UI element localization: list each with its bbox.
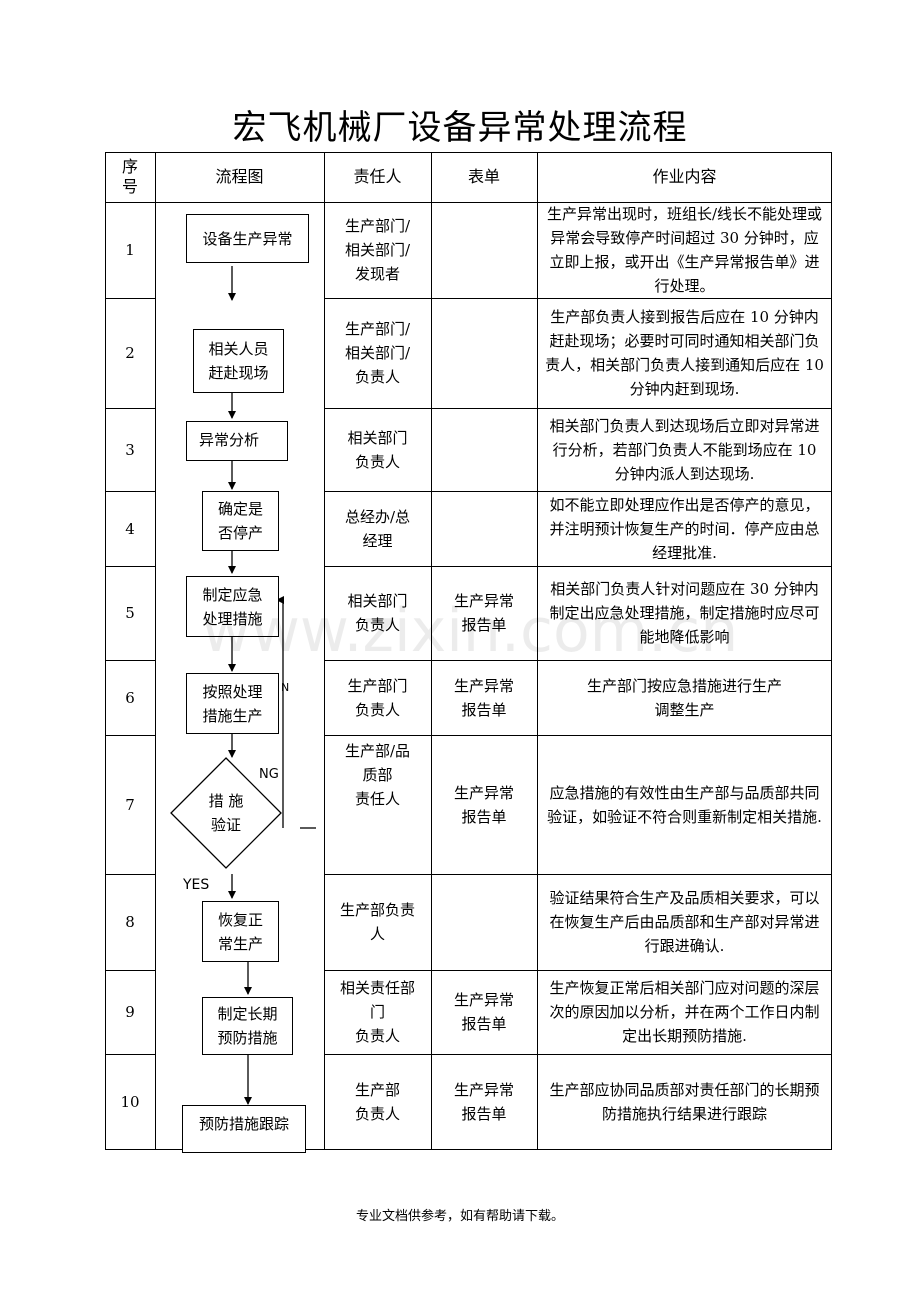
row-content: 生产部负责人接到报告后应在 10 分钟内赶赴现场；必要时可同时通知相关部门负责人…: [545, 308, 824, 398]
row-seq: 2: [125, 344, 135, 362]
row-seq: 3: [125, 440, 135, 459]
footer-note: 专业文档供参考，如有帮助请下载。: [355, 1209, 564, 1224]
row-form: 生产异常 报告单: [453, 592, 514, 634]
row-seq: 10: [120, 1093, 140, 1111]
row-resp: 相关责任部 门 负责人: [339, 979, 415, 1045]
row-resp: 总经办/总 经理: [344, 507, 411, 550]
page-title: 宏飞机械厂设备异常处理流程: [232, 108, 688, 148]
row-form: 生产异常 报告单: [453, 783, 514, 826]
flow-step-emergency-measures: 制定应急 处理措施: [186, 576, 279, 637]
flow-step-track-prevention: 预防措施跟踪: [182, 1105, 306, 1153]
row-seq: 7: [125, 795, 135, 814]
row-seq: 6: [125, 688, 135, 707]
row-content: 相关部门负责人到达现场后立即对异常进行分析，若部门负责人不能到场应在 10 分钟…: [549, 416, 820, 483]
flow-step-long-term-prevention: 制定长期 预防措施: [202, 997, 293, 1055]
row-seq: 8: [125, 913, 135, 931]
flow-step-analysis: 异常分析: [186, 421, 288, 461]
flow-step-rush-to-site: 相关人员 赶赴现场: [193, 329, 284, 393]
row-resp: 生产部 负责人: [354, 1081, 400, 1123]
row-form: 生产异常 报告单: [453, 1081, 514, 1123]
process-table: [324, 152, 832, 1150]
row-resp: 生产部门/ 相关部门/ 发现者: [344, 217, 411, 283]
row-seq: 4: [125, 519, 135, 538]
ng-label: NG: [259, 767, 279, 782]
row-resp: 生产部负责 人: [339, 901, 415, 943]
decision-diamond: [170, 757, 282, 869]
row-resp: 生产部门 负责人: [347, 676, 408, 719]
row-seq: 1: [125, 241, 135, 259]
row-seq: 9: [125, 1003, 135, 1021]
row-content: 生产部应协同品质部对责任部门的长期预防措施执行结果进行跟踪: [549, 1081, 820, 1123]
yes-label: YES: [183, 877, 210, 893]
row-form: 生产异常 报告单: [453, 676, 514, 719]
row-content: 应急措施的有效性由生产部与品质部共同验证，如验证不符合则重新制定相关措施.: [547, 783, 822, 826]
row-content: 生产恢复正常后相关部门应对问题的深层次的原因加以分析，并在两个工作日内制定出长期…: [549, 979, 820, 1045]
row-resp: 相关部门 负责人: [347, 428, 408, 471]
row-content: 如不能立即处理应作出是否停产的意见，并注明预计恢复生产的时间．停产应由总经理批准…: [549, 495, 820, 562]
header-flow: 流程图: [215, 167, 264, 186]
flow-step-resume-production: 恢复正 常生产: [202, 901, 279, 962]
row-content: 生产异常出现时，班组长/线长不能处理或异常会导致停产时间超过 30 分钟时，应立…: [546, 205, 823, 295]
row-form: 生产异常 报告单: [453, 991, 514, 1033]
row-seq: 5: [125, 604, 135, 622]
flow-step-decide-stop: 确定是 否停产: [202, 491, 279, 551]
decision-label: 措 施 验证: [208, 792, 244, 834]
header-form: 表单: [467, 167, 500, 186]
header-content: 作业内容: [652, 167, 717, 186]
row-resp: 生产部/品 质部 责任人: [344, 742, 411, 808]
row-resp: 相关部门 负责人: [347, 592, 408, 634]
n-mark: N: [281, 681, 290, 694]
flow-step-produce-per-measures: 按照处理 措施生产: [186, 673, 279, 734]
header-resp: 责任人: [353, 167, 402, 186]
flow-step-equipment-abnormal: 设备生产异常: [186, 214, 309, 263]
row-resp: 生产部门/ 相关部门/ 负责人: [344, 320, 411, 386]
row-content: 验证结果符合生产及品质相关要求，可以在恢复生产后由品质部和生产部对异常进行跟进确…: [549, 889, 820, 955]
row-content: 相关部门负责人针对问题应在 30 分钟内制定出应急处理措施，制定措施时应尽可能地…: [549, 580, 820, 646]
row-content: 生产部门按应急措施进行生产 调整生产: [586, 676, 782, 719]
header-seq: 序 号: [121, 157, 138, 196]
